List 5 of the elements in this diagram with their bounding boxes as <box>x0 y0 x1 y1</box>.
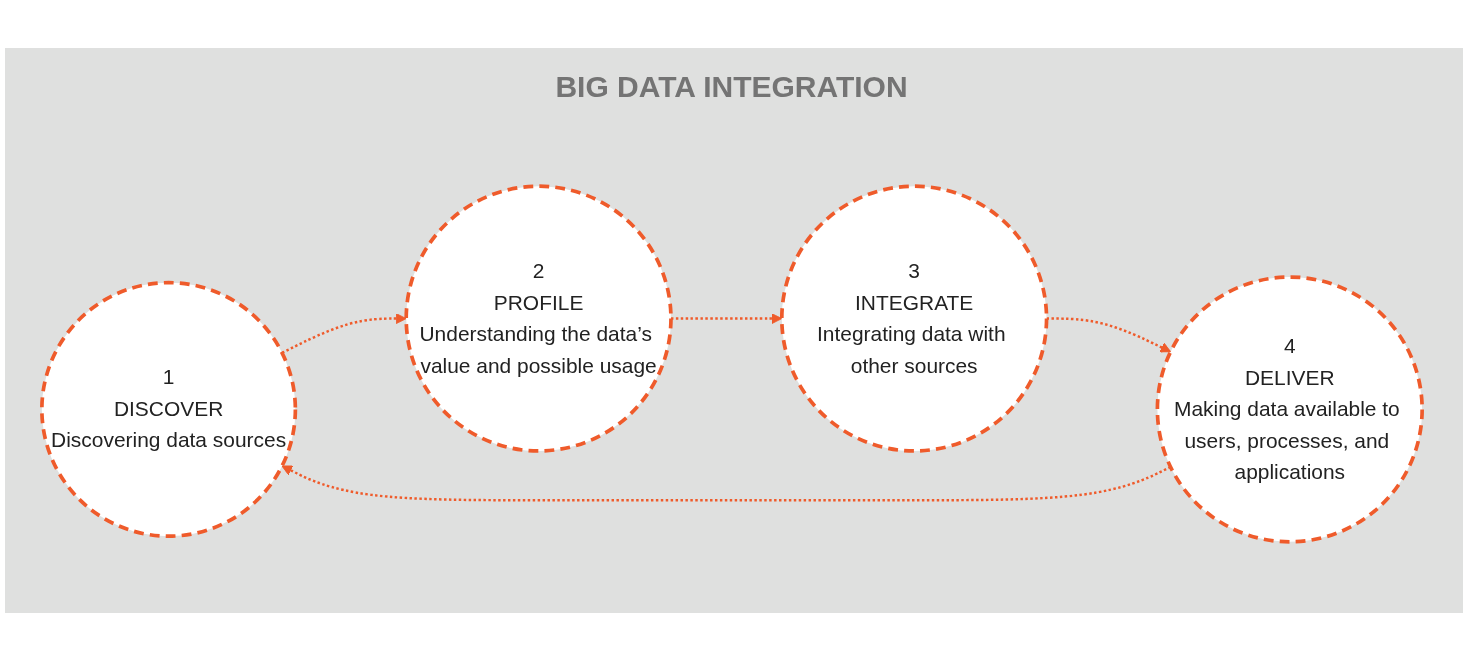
arrow <box>1046 317 1171 353</box>
node-circle: 3 INTEGRATE Integrating data with other sources <box>779 184 1048 453</box>
node-circle: 2 PROFILE Understanding the data’s value and possible usage <box>403 184 673 453</box>
node-circle: 1 DISCOVER Discovering data sources <box>39 280 297 538</box>
node-circle: 4 DELIVER Making data available to users, processes, and applications <box>1155 275 1424 544</box>
